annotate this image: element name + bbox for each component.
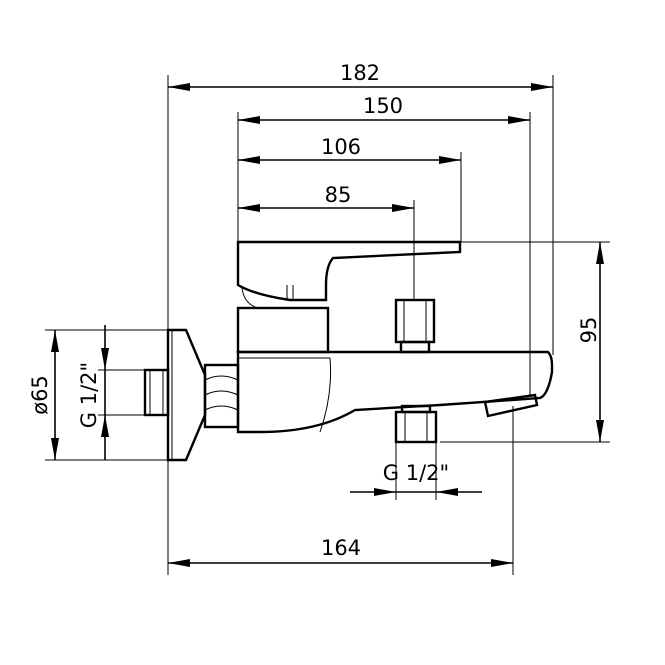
dimension-diameter-label: ø65 — [28, 375, 52, 415]
outlet-thread-label: G 1/2" — [383, 461, 449, 485]
dimension-182-label: 182 — [340, 61, 380, 85]
dimension-height: 95 — [577, 242, 604, 442]
lever-handle — [236, 240, 462, 302]
dimension-diverter-offset: 106 — [238, 135, 461, 164]
mixer-body — [236, 350, 554, 434]
inlet-nipple — [143, 368, 170, 417]
dimension-wall-to-outlet: 164 — [168, 536, 513, 567]
shower-outlet — [394, 410, 438, 444]
dimension-outlet-thread: G 1/2" — [350, 461, 482, 496]
dimension-handle-offset: 85 — [238, 183, 414, 212]
dimension-overall-width: 182 — [168, 61, 553, 91]
dimension-flange-diameter: ø65 — [28, 330, 59, 460]
diverter-knob — [394, 298, 436, 344]
dimension-164-label: 164 — [321, 536, 361, 560]
dimension-spout-reach: 150 — [238, 94, 530, 124]
dimension-150-label: 150 — [363, 94, 403, 118]
dimension-85-label: 85 — [325, 183, 352, 207]
faucet-outline — [143, 240, 554, 462]
dimension-95-label: 95 — [577, 317, 601, 344]
wall-flange — [166, 328, 207, 462]
extension-lines — [45, 75, 610, 575]
dimension-inlet-thread: G 1/2" — [77, 325, 109, 460]
hex-nut — [203, 363, 240, 429]
spout-aerator — [483, 393, 539, 418]
inlet-thread-label: G 1/2" — [77, 362, 101, 428]
dimension-106-label: 106 — [321, 135, 361, 159]
cartridge-housing — [236, 306, 330, 354]
